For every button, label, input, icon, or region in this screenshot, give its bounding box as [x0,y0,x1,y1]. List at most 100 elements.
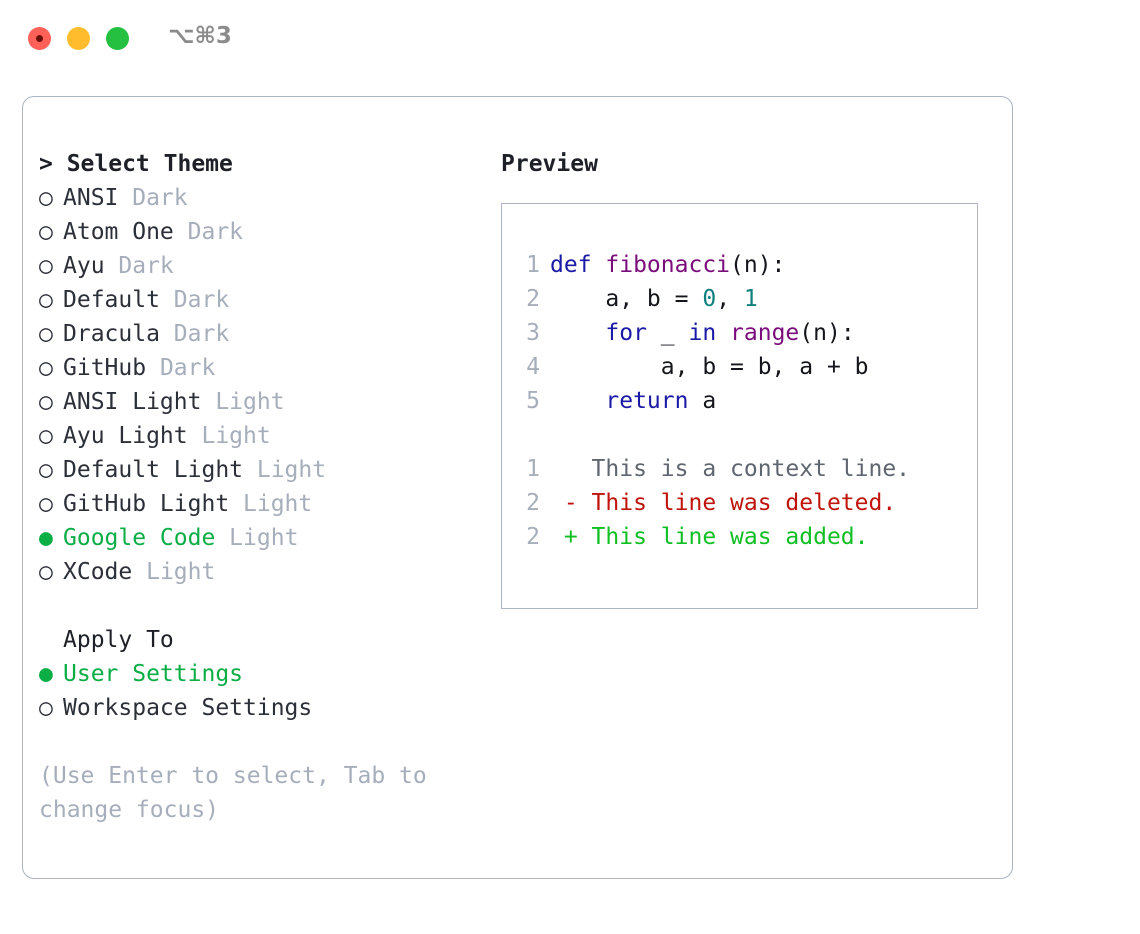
radio-unselected-icon: ○ [39,491,53,517]
diff-marker: - [550,490,592,516]
theme-option-label: Google Code [63,525,216,551]
theme-variant-tag: Dark [173,219,244,245]
radio-unselected-icon: ○ [39,559,53,585]
diff-line-context: 1 This is a context line. [516,452,971,486]
radio-unselected-icon: ○ [39,355,53,381]
theme-option-dracula[interactable]: ○Dracula Dark [39,317,479,351]
theme-variant-tag: Dark [159,321,230,347]
theme-variant-tag: Light [132,559,216,585]
radio-unselected-icon: ○ [39,457,53,483]
code-token: return [605,388,689,414]
theme-option-github-light[interactable]: ○GitHub Light Light [39,487,479,521]
theme-option-default-light[interactable]: ○ Default Light Light [39,453,479,487]
keyboard-shortcut-label: ⌥⌘3 [168,23,232,49]
code-token: in [688,320,717,346]
apply-to-option-label: User Settings [63,661,244,687]
code-token: a [688,388,717,414]
code-line: 4 a, b = b, a + b [516,350,971,384]
code-token: a, b = [550,286,703,312]
preview-heading: Preview [501,151,598,177]
code-line-number: 3 [526,320,540,346]
theme-option-ayu-light[interactable]: ○ Ayu Light Light [39,419,479,453]
theme-option-atom-one[interactable]: ○Atom One Dark [39,215,479,249]
diff-text: This line was added. [591,524,869,550]
theme-option-label: GitHub Light [63,491,230,517]
code-line: 5 return a [516,384,971,418]
theme-option-label: XCode [63,559,133,585]
keyboard-hint-text: (Use Enter to select, Tab to change focu… [39,763,441,823]
theme-variant-tag: Light [187,423,271,449]
theme-option-label: Ayu [63,253,105,279]
theme-option-label: Atom One [63,219,174,245]
radio-selected-icon: ● [39,525,53,551]
code-token: def [550,252,606,278]
theme-variant-tag: Dark [146,355,216,381]
code-diff-spacer [516,418,971,452]
code-token: (n): [799,320,855,346]
theme-variant-tag: Light [215,525,299,551]
code-token: 0 [702,286,717,312]
radio-unselected-icon: ○ [39,389,53,415]
traffic-lights [28,27,129,50]
theme-option-ansi[interactable]: ○ ANSI Dark [39,181,479,215]
code-token: range [730,320,800,346]
theme-option-label: Ayu Light [63,423,188,449]
apply-to-option-label: Workspace Settings [63,695,313,721]
code-token: for [605,320,647,346]
theme-option-label: ANSI Light [63,389,202,415]
theme-option-default[interactable]: ○Default Dark [39,283,479,317]
code-token: _ [646,320,689,346]
select-theme-heading: > Select Theme [39,151,233,177]
theme-variant-tag: Dark [104,253,174,279]
theme-option-label: ANSI [63,185,119,211]
title-bar: ⌥⌘3 [0,0,1140,78]
diff-marker: + [550,524,592,550]
apply-to-option-workspace-settings[interactable]: ○ Workspace Settings [39,691,479,725]
theme-list: ○ANSI Dark○Atom One Dark○Ayu Dark○Defaul… [39,181,479,589]
radio-unselected-icon: ○ [39,253,53,279]
code-line: 2 a, b = 0, 1 [516,282,971,316]
diff-marker [550,456,592,482]
close-window-button[interactable] [28,27,51,50]
diff-line-number: 2 [526,490,540,516]
theme-variant-tag: Light [201,389,285,415]
diff-line-add: 2 + This line was added. [516,520,971,554]
apply-to-section: Apply To ●User Settings ○ Workspace Settin… [39,623,479,725]
code-token: (n): [730,252,786,278]
code-token [550,388,605,414]
zoom-window-button[interactable] [106,27,129,50]
theme-option-label: Dracula [63,321,160,347]
code-token [716,320,730,346]
theme-variant-tag: Dark [118,185,188,211]
diff-line-number: 2 [526,524,540,550]
radio-unselected-icon: ○ [39,287,53,313]
theme-variant-tag: Light [243,457,327,483]
code-line-number: 1 [526,252,540,278]
code-line: 3 for _ in range(n): [516,316,971,350]
code-line-number: 4 [526,354,540,380]
radio-unselected-icon: ○ [39,423,53,449]
diff-text: This is a context line. [591,456,911,482]
theme-option-label: Default Light [63,457,244,483]
code-token: 1 [743,286,758,312]
theme-option-github[interactable]: ○ GitHub Dark [39,351,479,385]
theme-option-ayu[interactable]: ○ Ayu Dark [39,249,479,283]
theme-option-xcode[interactable]: ○ XCode Light [39,555,479,589]
diff-text: This line was deleted. [591,490,897,516]
apply-to-heading: Apply To [63,627,174,653]
radio-unselected-icon: ○ [39,695,53,721]
theme-option-label: Default [63,287,160,313]
theme-option-google-code[interactable]: ● Google Code Light [39,521,479,555]
theme-option-label: GitHub [63,355,147,381]
apply-to-list: ●User Settings ○ Workspace Settings [39,657,479,725]
theme-option-ansi-light[interactable]: ○ ANSI Light Light [39,385,479,419]
code-token: a, b = b, a + b [550,354,869,380]
code-token [550,320,605,346]
diff-line-number: 1 [526,456,540,482]
radio-unselected-icon: ○ [39,185,53,211]
apply-to-option-user-settings[interactable]: ●User Settings [39,657,479,691]
minimize-window-button[interactable] [67,27,90,50]
